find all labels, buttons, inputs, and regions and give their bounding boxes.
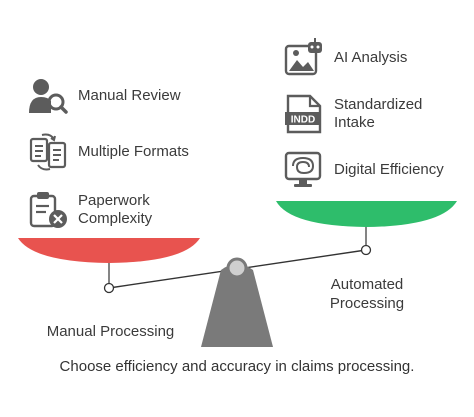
left-item-paperwork-complexity: Paperwork Complexity [28, 190, 152, 230]
person-search-icon [29, 79, 68, 114]
item-label: Digital Efficiency [334, 161, 444, 178]
item-label: Paperwork Complexity [78, 192, 153, 227]
fulcrum [201, 264, 273, 347]
left-pan [18, 238, 200, 263]
right-beam-end [360, 244, 372, 256]
manual-processing-label: Manual Processing [46, 323, 175, 340]
computer-monitor-icon [284, 151, 322, 187]
item-label: Multiple Formats [78, 143, 189, 160]
clipboard-cancel-icon [29, 192, 67, 228]
left-beam-end [103, 282, 115, 294]
right-item-ai-analysis: AI Analysis [284, 38, 407, 78]
left-item-manual-review: Manual Review [28, 77, 181, 115]
automated-processing-label: Automated Processing [329, 276, 405, 312]
documents-exchange-icon [29, 133, 67, 171]
diagram-caption: Choose efficiency and accuracy in claims… [59, 358, 415, 375]
right-pan [276, 201, 457, 227]
image-robot-icon [284, 38, 322, 76]
right-item-digital-efficiency: Digital Efficiency [284, 150, 444, 190]
item-label: Standardized Intake [334, 96, 423, 131]
indd-file-icon: INDD [285, 94, 322, 134]
item-label: AI Analysis [334, 49, 408, 66]
right-item-standardized-intake: INDD Standardized Intake [284, 94, 422, 134]
item-label: Manual Review [78, 87, 181, 104]
left-item-multiple-formats: Multiple Formats [28, 133, 189, 171]
indd-badge: INDD [291, 115, 315, 126]
fulcrum-pivot [226, 257, 248, 279]
